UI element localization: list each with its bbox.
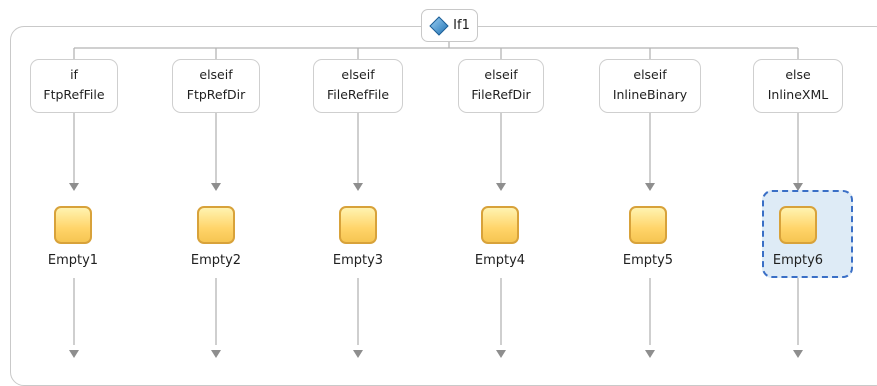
- flow-arrow-icon: [645, 183, 655, 191]
- branch-name: InlineXML: [767, 87, 829, 102]
- branch-name: FileRefFile: [326, 87, 390, 102]
- empty-activity-icon: [779, 206, 817, 244]
- flow-arrow-icon: [211, 350, 221, 358]
- empty-activity-icon: [481, 206, 519, 244]
- branch-keyword: elseif: [341, 67, 375, 82]
- flow-arrow-icon: [353, 350, 363, 358]
- empty-activity-icon: [197, 206, 235, 244]
- activity-empty6[interactable]: Empty6: [748, 206, 848, 268]
- activity-empty4[interactable]: Empty4: [450, 206, 550, 268]
- activity-label: Empty6: [772, 253, 824, 268]
- branch-keyword: elseif: [633, 67, 667, 82]
- flow-arrow-icon: [353, 183, 363, 191]
- flow-arrow-icon: [793, 350, 803, 358]
- activity-empty3[interactable]: Empty3: [308, 206, 408, 268]
- activity-empty1[interactable]: Empty1: [23, 206, 123, 268]
- branch-elseif-inlinebinary[interactable]: elseif InlineBinary: [599, 59, 701, 113]
- activity-empty5[interactable]: Empty5: [598, 206, 698, 268]
- flow-arrow-icon: [211, 183, 221, 191]
- branch-name: FtpRefDir: [186, 87, 246, 102]
- empty-activity-icon: [339, 206, 377, 244]
- branch-elseif-filerefdir[interactable]: elseif FileRefDir: [458, 59, 544, 113]
- flow-arrow-icon: [69, 183, 79, 191]
- branch-name: FtpRefFile: [43, 87, 105, 102]
- flow-arrow-icon: [793, 183, 803, 191]
- if-node-label: If1: [453, 18, 470, 33]
- branch-keyword: else: [785, 67, 811, 82]
- branch-if-ftprefffile[interactable]: if FtpRefFile: [30, 59, 118, 113]
- if-node[interactable]: If1: [421, 9, 478, 42]
- activity-label: Empty5: [622, 253, 674, 268]
- activity-label: Empty3: [332, 253, 384, 268]
- branch-name: InlineBinary: [612, 87, 688, 102]
- connector-layer: [69, 42, 803, 358]
- branch-keyword: if: [70, 67, 78, 82]
- branch-keyword: elseif: [484, 67, 518, 82]
- activity-empty2[interactable]: Empty2: [166, 206, 266, 268]
- empty-activity-icon: [629, 206, 667, 244]
- activity-label: Empty2: [190, 253, 242, 268]
- branch-elseif-ftprefdir[interactable]: elseif FtpRefDir: [172, 59, 260, 113]
- branch-name: FileRefDir: [471, 87, 531, 102]
- flow-arrow-icon: [496, 350, 506, 358]
- empty-activity-icon: [54, 206, 92, 244]
- branch-keyword: elseif: [199, 67, 233, 82]
- flow-arrow-icon: [496, 183, 506, 191]
- if-diamond-icon: [429, 15, 449, 36]
- activity-label: Empty4: [474, 253, 526, 268]
- bpel-if-diagram: If1 if FtpRefFile Empty1 elseif FtpRefDi…: [10, 9, 877, 386]
- activity-label: Empty1: [47, 253, 99, 268]
- flow-arrow-icon: [69, 350, 79, 358]
- branch-elseif-filereffile[interactable]: elseif FileRefFile: [313, 59, 403, 113]
- branch-else-inlinexml[interactable]: else InlineXML: [753, 59, 843, 113]
- flow-arrow-icon: [645, 350, 655, 358]
